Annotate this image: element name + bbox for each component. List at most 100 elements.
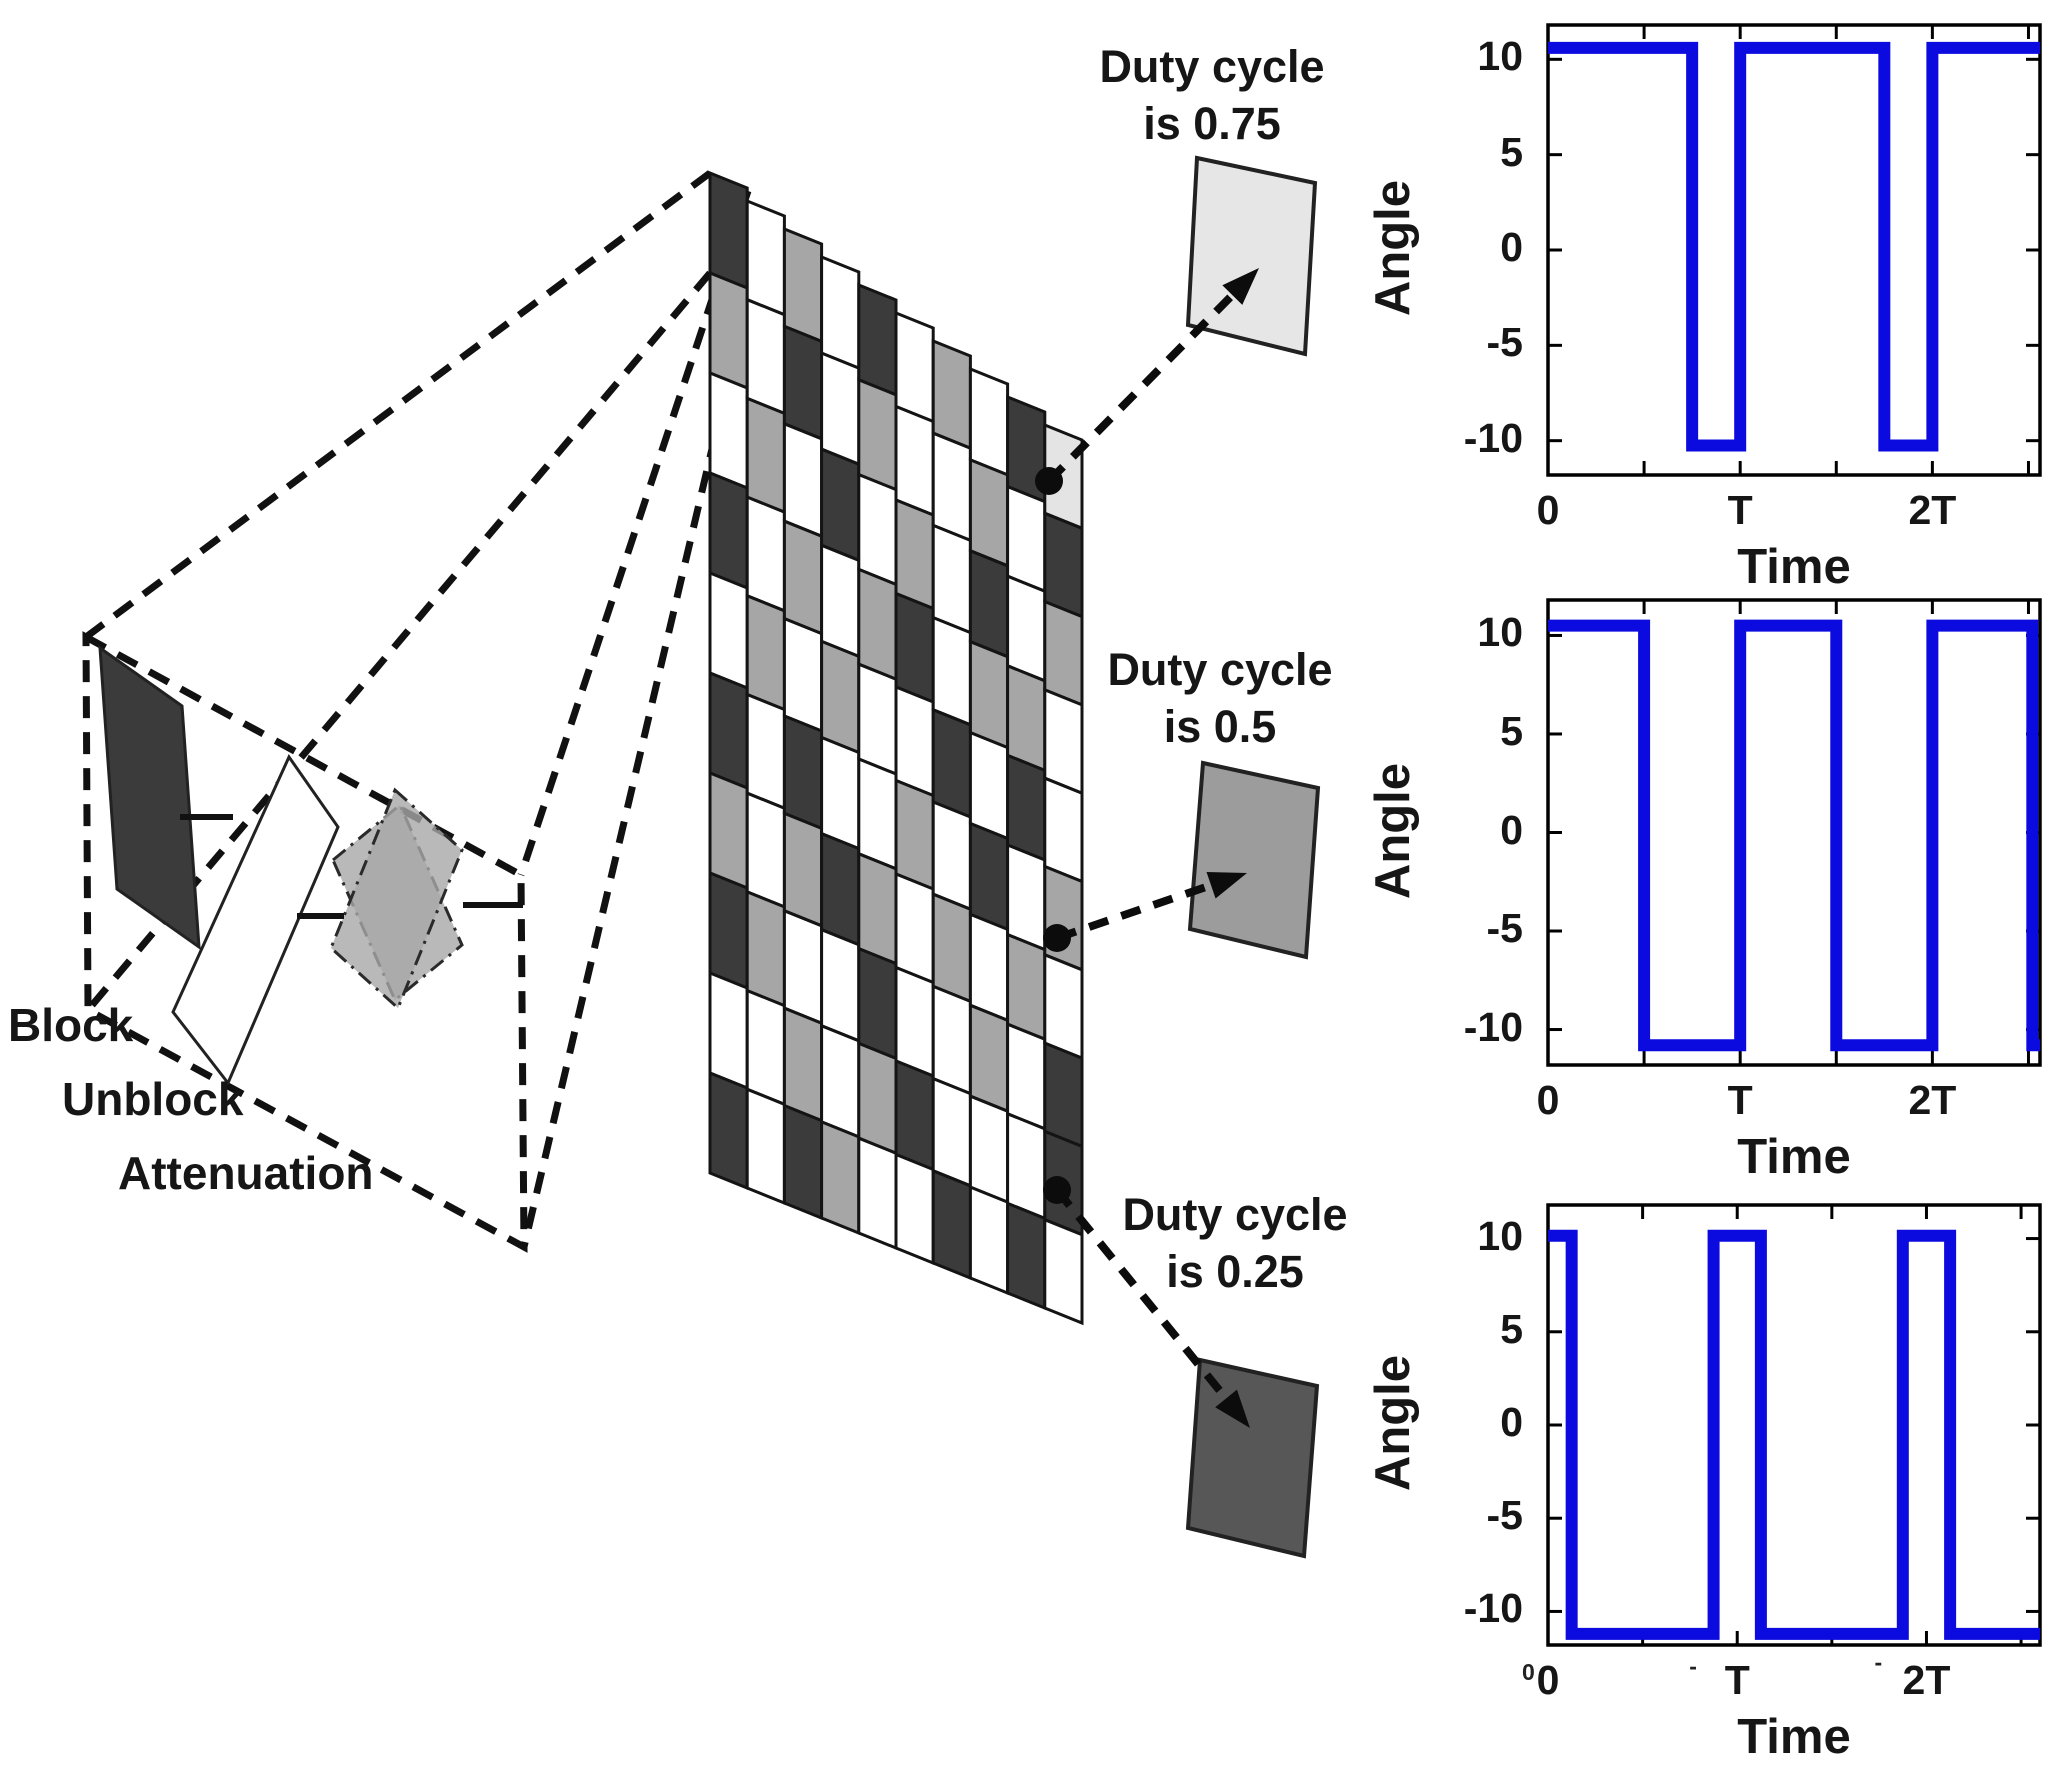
board-tile xyxy=(894,871,935,985)
board-tile xyxy=(968,730,1010,841)
board-tile xyxy=(968,821,1010,932)
board-tile xyxy=(745,396,786,515)
duty-cycle-075-label: Duty cycle is 0.75 xyxy=(1022,38,1402,152)
duty-cycle-025-label: Duty cycle is 0.25 xyxy=(1045,1186,1425,1300)
plot3-ytick-0: 0 xyxy=(1500,1399,1523,1445)
angle-time-plots xyxy=(1546,23,2042,1647)
plot2-ytick-0: 0 xyxy=(1500,806,1523,853)
board-tile xyxy=(820,831,861,947)
plot1-xlabel: Time xyxy=(1737,540,1851,594)
board-tile xyxy=(820,446,861,563)
board-tile xyxy=(931,707,972,820)
sample-arrow-shaft xyxy=(1046,286,1241,484)
board-tile xyxy=(857,1135,898,1251)
block-mirror-shape xyxy=(98,644,201,951)
duty-cycle-05-line1: Duty cycle xyxy=(1107,644,1333,695)
duty-cycle-05-line2: is 0.5 xyxy=(1163,701,1277,752)
plot2-ytick--5: -5 xyxy=(1486,905,1523,952)
board-tile xyxy=(782,713,824,831)
plot-duty-0.25 xyxy=(1546,1203,2042,1647)
plot1-xtick-2T: 2T xyxy=(1908,487,1957,533)
sample-group-is0.25 xyxy=(1043,1176,1320,1559)
duty-cycle-025-line1: Duty cycle xyxy=(1122,1189,1348,1240)
board-tile xyxy=(931,1076,972,1189)
board-tile xyxy=(708,270,749,391)
board-tile xyxy=(820,927,861,1044)
plot3-artifact-dash-2T: - xyxy=(1874,1649,1883,1675)
board-tile xyxy=(708,1070,749,1191)
board-tile xyxy=(708,370,749,491)
sample-tile-is0.25 xyxy=(1185,1357,1320,1559)
board-tile xyxy=(857,851,898,966)
board-tile xyxy=(745,988,786,1107)
board-tile xyxy=(857,946,898,1061)
sample-arrow-dot xyxy=(1043,924,1071,952)
board-tile xyxy=(1006,932,1047,1042)
board-tile xyxy=(1006,1111,1047,1221)
attenuation-mirror-shape-b xyxy=(329,787,464,1011)
block-label: Block xyxy=(8,999,134,1051)
unblock-mirror-shape xyxy=(171,753,340,1086)
board-tile xyxy=(931,338,972,451)
board-tile xyxy=(708,670,749,791)
board-tile xyxy=(968,912,1010,1023)
sample-group-is0.75 xyxy=(1035,155,1318,495)
board-tile xyxy=(782,421,824,539)
detail-box-outline xyxy=(82,631,528,1253)
board-tile xyxy=(931,799,972,912)
board-tile xyxy=(820,639,861,755)
plot3-xtick-2T: 2T xyxy=(1902,1657,1951,1703)
board-tile xyxy=(1006,1201,1047,1311)
board-tile xyxy=(820,350,861,467)
square-wave-line xyxy=(1548,1229,2040,1640)
plot1-ytick--10: -10 xyxy=(1463,414,1523,461)
plot1-xtick-T: T xyxy=(1727,487,1753,533)
board-tile xyxy=(894,1152,935,1266)
plot3-ytick-10: 10 xyxy=(1477,1212,1523,1259)
sample-arrowhead-icon xyxy=(1206,872,1247,899)
plot1-ylabel: Angle xyxy=(1366,179,1420,317)
plot2-xlabel: Time xyxy=(1737,1130,1851,1184)
plot2-ylabel: Angle xyxy=(1366,762,1420,899)
checkerboard-mirror-array xyxy=(708,170,1084,1326)
plot2-xtick-2T: 2T xyxy=(1908,1077,1957,1123)
plot3-xtick-0: 0 xyxy=(1536,1657,1560,1703)
board-tile xyxy=(782,908,824,1026)
plot2-ytick-10: 10 xyxy=(1477,609,1523,656)
sample-tile-is0.5 xyxy=(1187,760,1321,960)
sample-arrow-shaft xyxy=(1053,1187,1235,1408)
plot-duty-0.75 xyxy=(1546,23,2042,477)
board-tile xyxy=(745,297,786,416)
board-tile xyxy=(931,430,972,543)
duty-cycle-075-line1: Duty cycle xyxy=(1099,41,1325,92)
board-tile xyxy=(708,770,749,891)
plot2-xtick-T: T xyxy=(1727,1077,1753,1123)
plot1-ytick-0: 0 xyxy=(1500,224,1523,270)
board-tile xyxy=(968,548,1010,659)
square-wave-line xyxy=(1548,619,2040,1052)
board-tile xyxy=(745,198,786,317)
board-tile xyxy=(745,692,786,811)
board-tile xyxy=(1043,775,1084,884)
board-tile xyxy=(1043,952,1084,1061)
plot3-ylabel: Angle xyxy=(1366,1354,1420,1492)
duty-cycle-025-line2: is 0.25 xyxy=(1166,1246,1304,1297)
board-tile xyxy=(708,170,749,291)
board-tile xyxy=(894,1058,935,1172)
board-tile xyxy=(1006,484,1047,594)
board-tile xyxy=(968,1003,1010,1114)
board-tile xyxy=(820,1023,861,1140)
board-tile xyxy=(857,377,898,492)
board-tile xyxy=(1006,1021,1047,1132)
plot3-xtick-T: T xyxy=(1724,1657,1750,1703)
board-tile xyxy=(745,593,786,712)
sample-arrowhead-icon xyxy=(1222,268,1259,305)
plot-duty-0.5 xyxy=(1546,598,2042,1067)
board-tile xyxy=(894,404,935,518)
board-tile xyxy=(708,970,749,1091)
sample-tiles-and-arrows xyxy=(1035,155,1321,1559)
board-tile xyxy=(1006,753,1047,863)
board-tile xyxy=(857,661,898,777)
